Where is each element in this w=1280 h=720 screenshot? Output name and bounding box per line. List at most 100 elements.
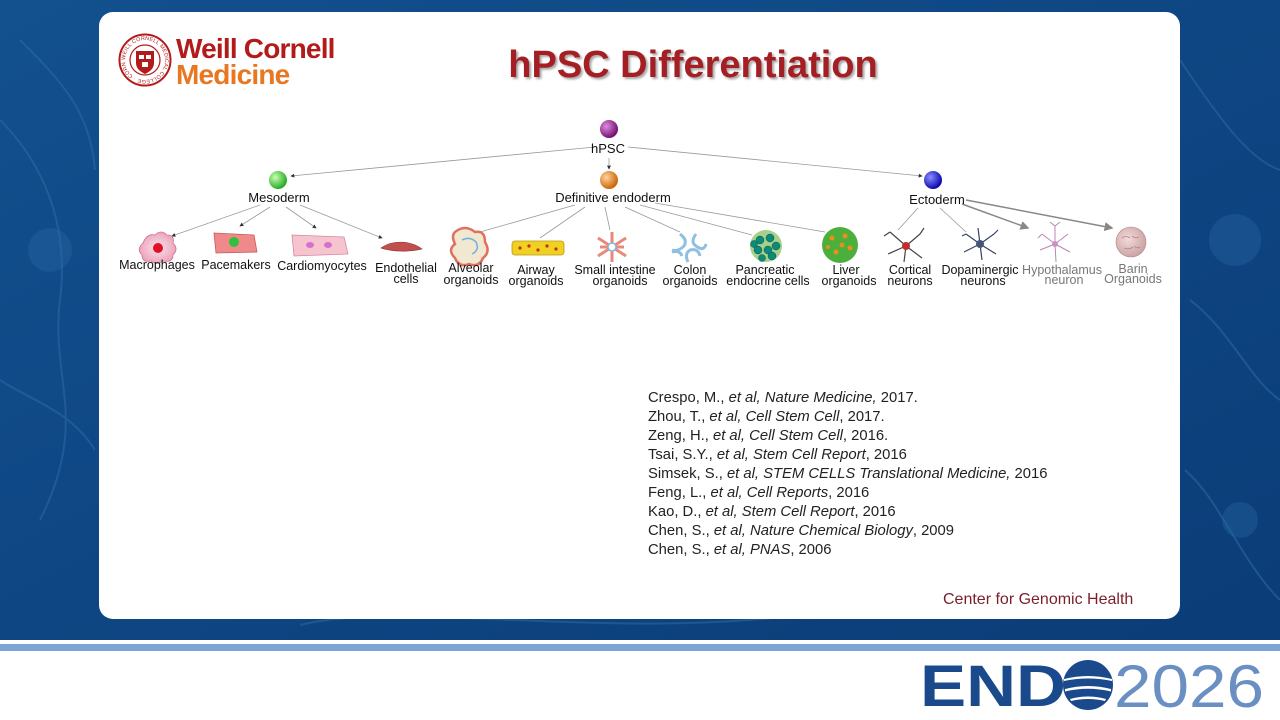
- hypothalamus-label-line2: neuron: [1045, 273, 1084, 287]
- ectoderm-label: Ectoderm: [909, 192, 965, 207]
- hypothalamus-neuron-icon: [1037, 221, 1071, 263]
- mesoderm-node-icon: [269, 171, 287, 189]
- weill-cornell-logo: WEILL CORNELL MEDICAL COLLEGE · CORNELL …: [118, 33, 370, 91]
- slide-card: [99, 12, 1180, 619]
- edge-endo-colon: [624, 206, 681, 233]
- edge-meso-endothelial: [299, 204, 383, 239]
- brain-organoid-icon: [1115, 226, 1147, 258]
- endoderm-node-icon: [600, 171, 618, 189]
- reference-authors: Zeng, H.,: [648, 428, 713, 444]
- reference-etal: et al,: [705, 504, 742, 520]
- reference-authors: Crespo, M.,: [648, 390, 729, 406]
- edge-endo-intestine: [604, 206, 611, 231]
- endoderm-label: Definitive endoderm: [555, 190, 671, 205]
- edge-meso-macrophages: [171, 204, 261, 237]
- edge-hpsc-ectoderm: [627, 146, 923, 178]
- dopaminergic-label-line1: Dopaminergic: [941, 263, 1018, 277]
- dopaminergic-neuron-icon: [961, 227, 999, 261]
- edge-ecto-dopaminergic: [939, 207, 967, 233]
- endothelial-cell-icon: [380, 241, 423, 252]
- reference-year: , 2016: [854, 504, 896, 520]
- reference-etal: et al,: [712, 428, 750, 444]
- edge-ecto-cortical: [897, 207, 919, 231]
- edge-hpsc-mesoderm: [290, 146, 596, 178]
- reference-journal: Nature Medicine,: [764, 390, 877, 406]
- reference-authors: Simsek, S.,: [648, 466, 727, 482]
- edge-ecto-hypothalamus: [961, 203, 1030, 230]
- reference-item: Crespo, M., et al, Nature Medicine, 2017…: [648, 389, 1148, 408]
- pancreatic-label-line1: Pancreatic: [735, 263, 794, 277]
- edge-endo-pancreatic: [639, 204, 753, 236]
- brain-label-line1: Barin: [1118, 262, 1147, 276]
- ectoderm-node-icon: [924, 171, 942, 189]
- liver-organoid-icon: [822, 227, 858, 263]
- footer-divider-blue: [0, 644, 1280, 651]
- reference-journal: PNAS: [750, 542, 791, 558]
- reference-item: Zhou, T., et al, Cell Stem Cell, 2017.: [648, 408, 1148, 427]
- cardiomyocyte-icon: [291, 234, 349, 257]
- edge-endo-airway: [539, 206, 586, 239]
- cornell-seal-icon: WEILL CORNELL MEDICAL COLLEGE · CORNELL …: [118, 33, 172, 87]
- reference-journal: Cell Stem Cell: [749, 428, 843, 444]
- reference-year: , 2009: [912, 523, 954, 539]
- reference-year: , 2016: [828, 485, 870, 501]
- airway-label-line2: organoids: [509, 274, 564, 288]
- brain-label-line2: Organoids: [1104, 272, 1162, 286]
- reference-authors: Feng, L.,: [648, 485, 711, 501]
- reference-authors: Chen, S.,: [648, 542, 714, 558]
- reference-year: , 2016.: [842, 428, 889, 444]
- reference-authors: Kao, D.,: [648, 504, 706, 520]
- reference-year: , 2017.: [839, 409, 885, 425]
- reference-year: , 2006: [790, 542, 832, 558]
- reference-authors: Zhou, T.,: [648, 409, 710, 425]
- pacemaker-cell-icon: [213, 232, 258, 254]
- alveolar-label-line2: organoids: [444, 273, 499, 287]
- edge-meso-pacemakers: [239, 206, 271, 227]
- alveolar-organoid-icon: [449, 226, 489, 267]
- endo-2026-logo: END 2026: [920, 657, 1264, 713]
- dopaminergic-label-line2: neurons: [960, 274, 1005, 288]
- pancreatic-label-line2: endocrine cells: [726, 274, 809, 288]
- reference-item: Feng, L., et al, Cell Reports, 2016: [648, 484, 1148, 503]
- mesoderm-label: Mesoderm: [248, 190, 309, 205]
- footer-divider-white: [0, 640, 1280, 644]
- airway-label-line1: Airway: [517, 263, 555, 277]
- liver-label-line2: organoids: [822, 274, 877, 288]
- hpsc-label: hPSC: [591, 141, 625, 156]
- reference-year: 2016: [1010, 466, 1048, 482]
- reference-etal: et al,: [709, 409, 746, 425]
- reference-etal: et al,: [726, 466, 764, 482]
- cortical-neuron-icon: [883, 227, 925, 263]
- cardiomyocytes-label: Cardiomyocytes: [277, 259, 367, 273]
- intestine-label-line2: organoids: [593, 274, 648, 288]
- reference-item: Zeng, H., et al, Cell Stem Cell, 2016.: [648, 427, 1148, 446]
- airway-organoid-icon: [511, 240, 565, 256]
- reference-journal: Stem Cell Report: [741, 504, 855, 520]
- reference-list: Crespo, M., et al, Nature Medicine, 2017…: [648, 389, 1148, 560]
- logo-line-1: Weill Cornell: [176, 33, 335, 64]
- reference-journal: STEM CELLS Translational Medicine,: [763, 466, 1011, 482]
- edge-ecto-brain: [965, 199, 1114, 232]
- colon-organoid-icon: [671, 232, 708, 263]
- edge-endo-alveolar: [479, 204, 576, 233]
- reference-item: Chen, S., et al, PNAS, 2006: [648, 541, 1148, 560]
- colon-label-line1: Colon: [674, 263, 707, 277]
- year-wordmark: 2026: [1114, 657, 1264, 713]
- hpsc-node-icon: [600, 120, 618, 138]
- reference-etal: et al,: [716, 447, 754, 463]
- edge-endo-liver: [654, 202, 826, 233]
- macrophage-icon: [138, 231, 177, 264]
- reference-item: Kao, D., et al, Stem Cell Report, 2016: [648, 503, 1148, 522]
- reference-etal: et al,: [713, 523, 751, 539]
- reference-item: Simsek, S., et al, STEM CELLS Translatio…: [648, 465, 1148, 484]
- cortical-label-line2: neurons: [887, 274, 932, 288]
- reference-item: Tsai, S.Y., et al, Stem Cell Report, 201…: [648, 446, 1148, 465]
- slide-title: hPSC Differentiation: [508, 44, 878, 86]
- pancreatic-cells-icon: [750, 230, 782, 262]
- globe-icon: [1063, 660, 1113, 710]
- macrophages-label: Macrophages: [119, 258, 195, 272]
- logo-line-2: Medicine: [176, 59, 290, 90]
- alveolar-label-line1: Alveolar: [448, 261, 493, 275]
- intestine-label-line1: Small intestine: [574, 263, 655, 277]
